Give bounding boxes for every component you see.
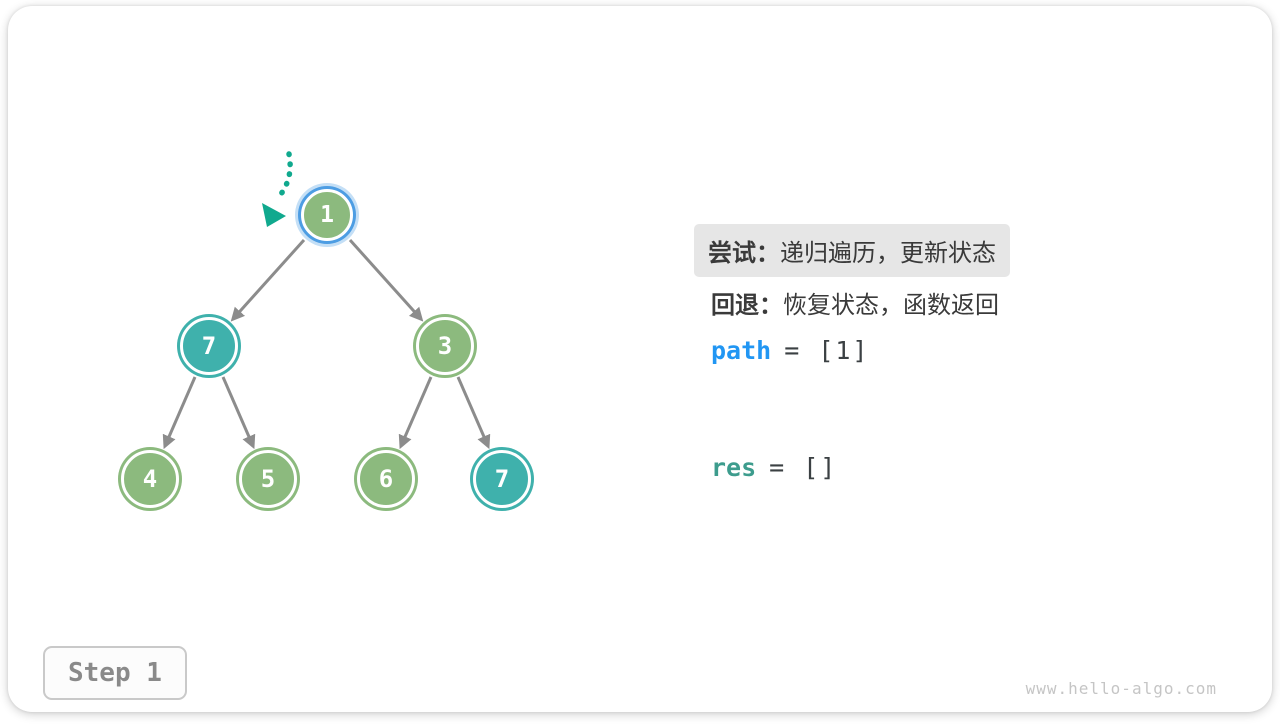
try-rule-line: 尝试：递归遍历，更新状态 [694, 224, 1010, 277]
figure-card: 1 7 3 4 5 6 7 尝试：递归遍历，更新状态 回退：恢复状态，函数返回 … [8, 6, 1272, 712]
tree-node-3: 3 [416, 317, 474, 375]
path-variable-value: = [1] [784, 336, 870, 365]
try-text: 递归遍历，更新状态 [780, 240, 996, 267]
step-badge-label: Step 1 [68, 658, 162, 688]
res-variable-value: = [] [769, 453, 838, 482]
node-value: 6 [378, 465, 394, 493]
node-value: 7 [201, 332, 217, 360]
watermark: www.hello-algo.com [1025, 679, 1217, 698]
current-pointer-arrow-icon [262, 203, 286, 227]
current-pointer-dots-icon [274, 151, 293, 202]
tree-node-7-right: 7 [473, 450, 531, 508]
node-value: 7 [494, 465, 510, 493]
tree-node-4: 4 [121, 450, 179, 508]
edge-7-to-5 [221, 376, 256, 450]
tree-node-6: 6 [357, 450, 415, 508]
tree-node-5: 5 [239, 450, 297, 508]
path-variable-name: path [711, 336, 772, 365]
try-label: 尝试： [708, 240, 780, 267]
edge-7-to-4 [162, 376, 197, 450]
node-value: 3 [437, 332, 453, 360]
res-variable-line: res = [] [711, 453, 837, 482]
edge-3-to-7 [456, 376, 491, 450]
backtrack-label: 回退： [711, 292, 783, 319]
edge-1-to-3 [348, 238, 424, 322]
res-variable-name: res [711, 453, 757, 482]
edge-1-to-7 [230, 238, 306, 322]
path-variable-line: path = [1] [711, 336, 869, 365]
node-value: 1 [320, 202, 334, 228]
node-value: 5 [260, 465, 276, 493]
tree-node-7-left: 7 [180, 317, 238, 375]
tree-node-root-1: 1 [301, 189, 353, 241]
backtrack-text: 恢复状态，函数返回 [783, 292, 999, 319]
node-value: 4 [142, 465, 158, 493]
step-badge: Step 1 [43, 646, 187, 700]
backtrack-rule-line: 回退：恢复状态，函数返回 [711, 285, 999, 320]
edge-3-to-6 [398, 376, 433, 450]
